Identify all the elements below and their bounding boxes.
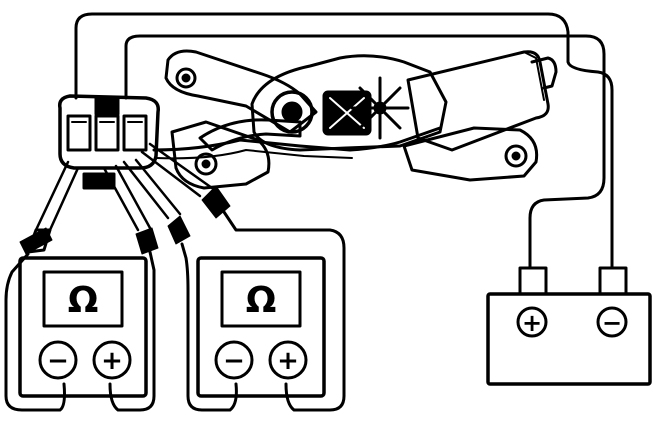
pivot-shaft: [270, 90, 314, 134]
upper-mount-bolt: [175, 67, 197, 89]
battery-pos-post: [518, 266, 548, 296]
battery: + −: [486, 266, 652, 386]
terminal-2: [94, 114, 120, 152]
battery-pos-marker: [516, 306, 548, 338]
meter1-pos-terminal: [92, 340, 132, 380]
ohmmeter-1: Ω − +: [18, 256, 148, 398]
meter2-neg-terminal: [214, 340, 254, 380]
meter2-case: [196, 256, 326, 398]
lower-mount-bolt: [194, 152, 218, 176]
ohmmeter-2: Ω − +: [196, 256, 326, 398]
battery-neg-symbol: −: [602, 309, 622, 337]
meter2-neg-symbol: −: [223, 346, 245, 376]
probe-c: [122, 158, 182, 220]
meter1-neg-lead: [4, 252, 66, 412]
electric-motor: [406, 50, 550, 152]
terminal-1: [66, 114, 92, 152]
battery-neg-marker: [596, 306, 628, 338]
battery-pos-symbol: +: [522, 309, 542, 337]
meter1-display: [42, 270, 124, 328]
battery-neg-post: [598, 266, 628, 296]
meter2-display: [220, 270, 302, 328]
meter2-pos-terminal: [268, 340, 308, 380]
battery-lead-wires: [74, 12, 614, 270]
meter1-ohm-symbol: Ω: [68, 280, 99, 321]
meter2-neg-lead: [180, 242, 238, 412]
meter1-neg-symbol: −: [47, 346, 69, 376]
meter-wires: [4, 210, 346, 412]
gearbox-housing: [250, 54, 448, 152]
connector-latch: [94, 96, 120, 116]
motor-end-cap: [530, 56, 558, 90]
meter2-pos-symbol: +: [277, 346, 299, 376]
terminal-3: [122, 114, 148, 152]
probe-d: [140, 142, 214, 198]
probe-a: [34, 160, 80, 232]
meter1-case: [18, 256, 148, 398]
wiper-motor-assembly: [152, 49, 558, 190]
wire-to-battery-negative: [74, 12, 614, 270]
meter2-ohm-symbol: Ω: [246, 280, 277, 321]
probe-b: [102, 164, 152, 232]
meter1-pos-symbol: +: [101, 346, 123, 376]
right-mount-bolt: [504, 144, 528, 168]
meter1-neg-terminal: [38, 340, 78, 380]
wire-to-battery-positive: [124, 34, 606, 270]
motor-harness: [152, 126, 442, 152]
battery-case: [486, 292, 652, 386]
upper-mounting-bracket: [164, 49, 318, 134]
lower-mounting-bracket: [170, 120, 271, 190]
test-probes: [19, 142, 231, 255]
meter2-pos-lead: [222, 210, 346, 412]
right-mounting-bracket: [402, 126, 539, 182]
